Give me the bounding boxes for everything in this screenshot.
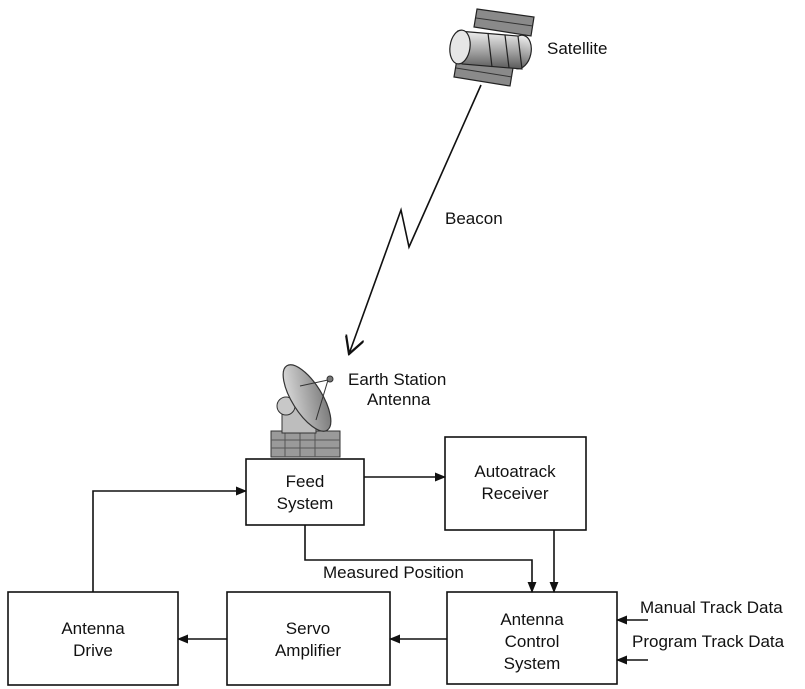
feed-system-line2: System: [277, 494, 334, 513]
beacon-label: Beacon: [445, 209, 503, 228]
drive-to-feed-arrow: [92, 486, 248, 592]
autotrack-receiver-line2: Receiver: [481, 484, 548, 503]
servo-amplifier-line2: Amplifier: [275, 641, 341, 660]
measured-position-arrow: [304, 525, 537, 594]
beacon-link-arrow: [349, 84, 482, 354]
servo-amplifier-line1: Servo: [286, 619, 330, 638]
antenna-drive-line1: Antenna: [61, 619, 125, 638]
measured-position-label: Measured Position: [323, 563, 464, 582]
feed-system-line1: Feed: [286, 472, 325, 491]
antenna-control-system-block: Antenna Control System: [446, 591, 618, 685]
earth-station-label-line2: Antenna: [367, 390, 431, 409]
earth-station-antenna-icon: [270, 364, 341, 458]
antenna-drive-block: Antenna Drive: [7, 591, 179, 686]
satellite-icon: [449, 8, 535, 87]
servo-amplifier-block: Servo Amplifier: [226, 591, 391, 686]
earth-station-label-line1: Earth Station: [348, 370, 446, 389]
antenna-control-line3: System: [504, 654, 561, 673]
autotrack-receiver-block: Autoatrack Receiver: [444, 436, 587, 531]
satellite-label: Satellite: [547, 39, 607, 58]
antenna-control-line2: Control: [505, 632, 560, 651]
autotrack-receiver-line1: Autoatrack: [474, 462, 556, 481]
antenna-control-line1: Antenna: [500, 610, 564, 629]
manual-track-data-label: Manual Track Data: [640, 598, 783, 617]
antenna-drive-line2: Drive: [73, 641, 113, 660]
program-track-data-label: Program Track Data: [632, 632, 785, 651]
feed-system-block: Feed System: [245, 458, 365, 526]
